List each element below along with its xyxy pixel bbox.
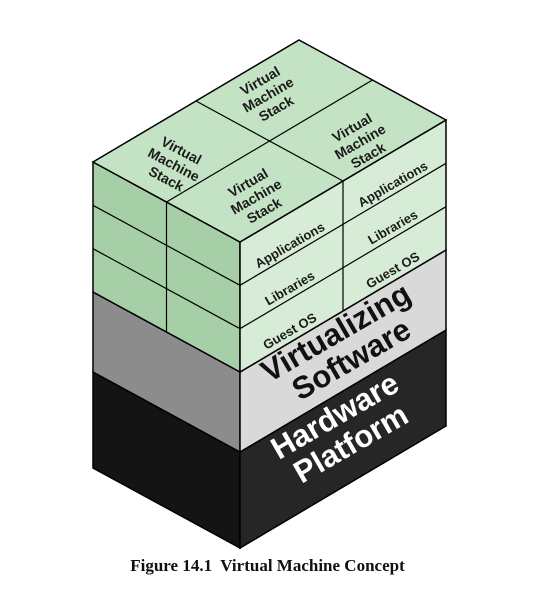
figure-caption: Figure 14.1 Virtual Machine Concept [130,556,405,575]
vm-right-layer-line [239,206,447,330]
vm-right-layer-line [239,162,447,286]
vm-stack-label-front: Virtual Machine Stack [225,165,284,227]
vm-top-divider [166,79,373,203]
vm-left-layer-line [92,204,241,286]
vm-left-layer-line [92,248,241,330]
